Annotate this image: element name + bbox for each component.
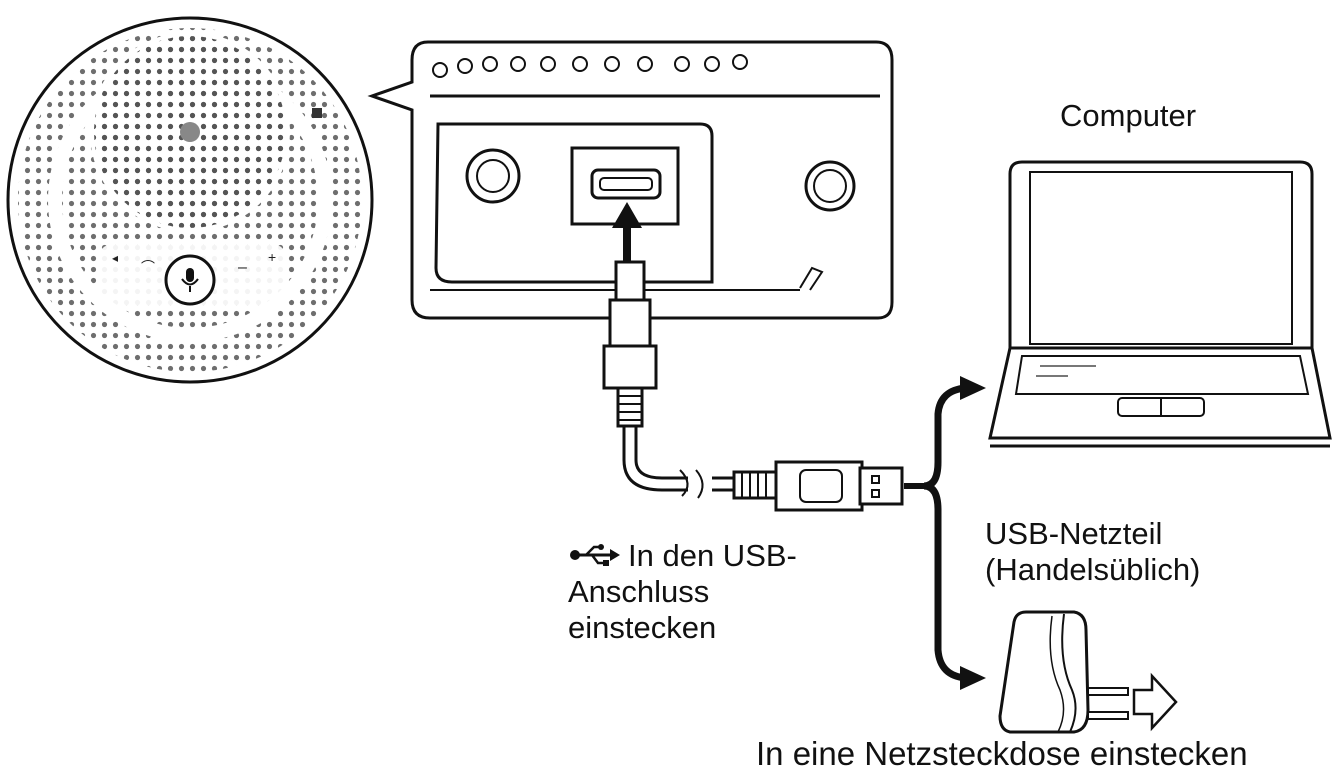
netzteil-line-2: (Handelsüblich) [985, 552, 1201, 587]
usb-instruction-line-3: einstecken [568, 610, 717, 645]
microphone-icon [181, 268, 199, 292]
outlet-instruction-label: In eine Netzsteckdose einstecken [756, 735, 1248, 772]
computer-label: Computer [1060, 98, 1197, 133]
svg-text:◂: ◂ [112, 251, 118, 265]
netzteil-line-1: USB-Netzteil [985, 516, 1163, 551]
usb-instruction-line-2: Anschluss [568, 574, 710, 609]
svg-text:⌒: ⌒ [141, 259, 155, 275]
laptop-computer [988, 160, 1332, 448]
usb-power-adapter [998, 610, 1178, 734]
speakerphone-device: ◂ ⌒ – + [6, 16, 374, 384]
svg-text:+: + [268, 249, 276, 265]
branch-arrows [904, 376, 986, 690]
svg-text:–: – [238, 259, 247, 276]
usb-power-adapter-label: USB-Netzteil (Handelsüblich) [985, 516, 1200, 588]
usb-instruction-label: In den USB- Anschluss einstecken [568, 538, 797, 646]
usb-symbol-icon [570, 544, 620, 566]
port-detail-callout [367, 40, 894, 320]
usb-cable [602, 260, 904, 512]
usb-instruction-line-1: In den USB- [628, 538, 797, 573]
